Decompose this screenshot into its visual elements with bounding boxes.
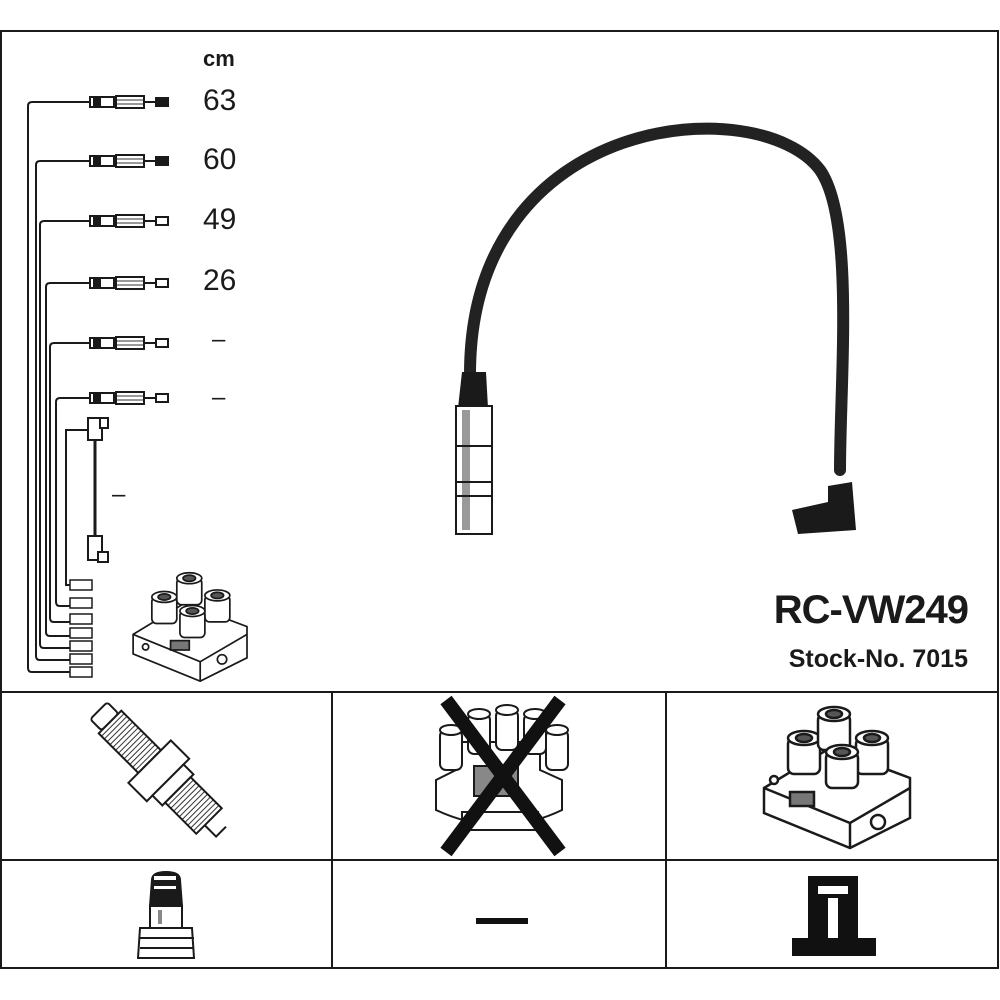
- lead-length-4: 26: [203, 264, 237, 297]
- terminal-stack: [69, 579, 93, 678]
- lead-length-3: 49: [203, 203, 237, 236]
- model-number: RC-VW249: [773, 588, 969, 632]
- unit-label: cm: [203, 46, 235, 71]
- lead-length-2: 60: [203, 143, 237, 176]
- coil-lead: [87, 417, 109, 563]
- lead-length-1: 63: [203, 84, 237, 117]
- lead-connectors: [89, 95, 169, 405]
- ignition-coil-icon: [762, 705, 912, 850]
- lead-set-schematic: [27, 101, 90, 673]
- ignition-lead-drawing: [455, 122, 856, 535]
- ignition-coil-small-icon: [132, 571, 248, 683]
- outer-border: [0, 30, 999, 969]
- lead-length-5: –: [212, 326, 226, 353]
- lead-length-6: –: [212, 384, 226, 411]
- coil-terminal-icon: [792, 876, 876, 956]
- spark-plug-icon: [90, 702, 227, 838]
- plug-terminal-icon: [136, 870, 196, 959]
- center-value-dash: –: [476, 918, 528, 924]
- distributor-cap-icon: [435, 695, 569, 857]
- coil-lead-length: –: [112, 481, 126, 508]
- stock-number: Stock-No. 7015: [788, 645, 968, 673]
